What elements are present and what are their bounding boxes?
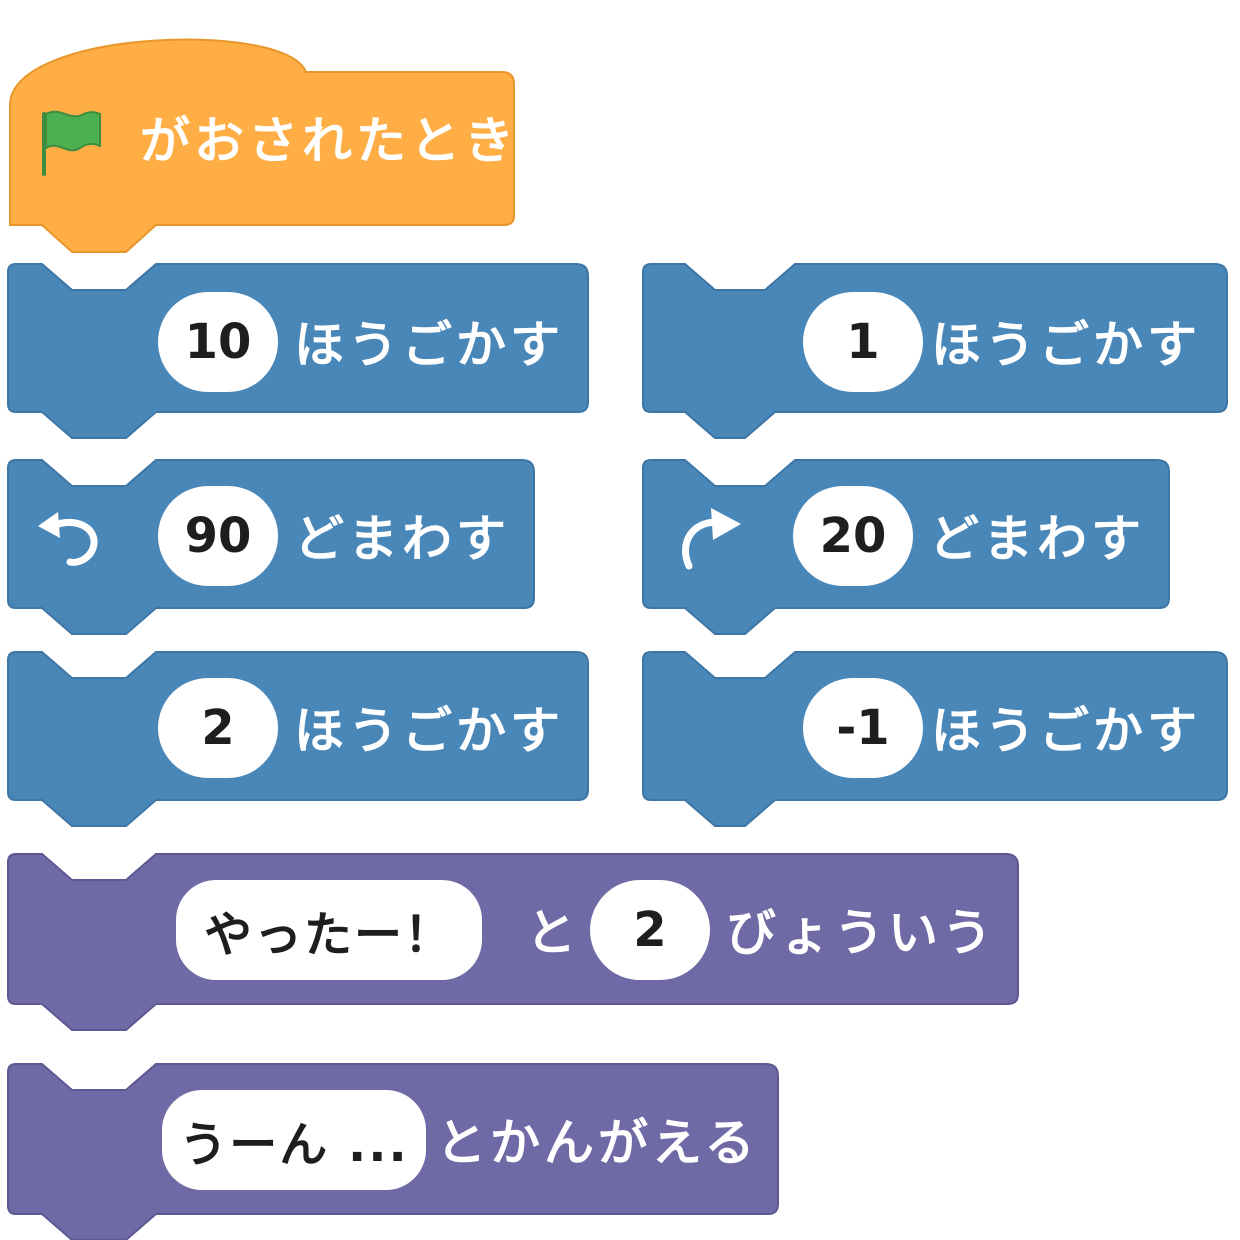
move-block-shape: [7, 651, 589, 827]
when-flag-clicked-block[interactable]: がおされたとき: [6, 20, 516, 255]
turn-left-block[interactable]: 90 どまわす: [6, 458, 536, 638]
move-steps-block-2[interactable]: 2 ほうごかす: [6, 650, 590, 830]
say-block-joiner: と: [526, 904, 580, 962]
steps-input[interactable]: 10: [158, 292, 278, 392]
seconds-input[interactable]: 2: [590, 880, 710, 980]
say-for-seconds-block[interactable]: やったー！ と 2 びょういう: [6, 852, 1022, 1034]
thought-input[interactable]: うーん ...: [162, 1090, 426, 1190]
move-steps-block-10[interactable]: 10 ほうごかす: [6, 262, 590, 442]
move-block-label: ほうごかす: [294, 702, 564, 760]
rotate-left-icon: [34, 504, 104, 578]
degrees-input[interactable]: 90: [158, 486, 278, 586]
move-block-label: ほうごかす: [294, 316, 564, 374]
move-block-shape: [7, 263, 589, 439]
move-block-label: ほうごかす: [931, 702, 1201, 760]
message-input[interactable]: やったー！: [176, 880, 482, 980]
say-block-label: びょういう: [726, 904, 996, 962]
move-block-body: [7, 651, 589, 827]
steps-input[interactable]: -1: [803, 678, 923, 778]
move-block-label: ほうごかす: [931, 316, 1201, 374]
think-block[interactable]: うーん ... とかんがえる: [6, 1062, 782, 1240]
move-block-body: [7, 263, 589, 439]
steps-input[interactable]: 2: [158, 678, 278, 778]
hat-block-body: [9, 38, 515, 253]
steps-input[interactable]: 1: [803, 292, 923, 392]
turn-block-label: どまわす: [294, 510, 510, 568]
move-block-body: [642, 651, 1228, 827]
think-block-label: とかんがえる: [436, 1114, 759, 1172]
turn-block-label: どまわす: [929, 510, 1145, 568]
move-steps-block-minus-1[interactable]: -1 ほうごかす: [641, 650, 1229, 830]
degrees-input[interactable]: 20: [793, 486, 913, 586]
rotate-right-icon: [675, 504, 747, 580]
hat-block-label: がおされたとき: [140, 112, 518, 170]
move-block-body: [642, 263, 1228, 439]
turn-right-block[interactable]: 20 どまわす: [641, 458, 1171, 638]
move-steps-block-1[interactable]: 1 ほうごかす: [641, 262, 1229, 442]
hat-block-shape: [9, 38, 515, 253]
green-flag-icon: [40, 108, 104, 182]
move-block-shape: [642, 651, 1228, 827]
move-block-shape: [642, 263, 1228, 439]
